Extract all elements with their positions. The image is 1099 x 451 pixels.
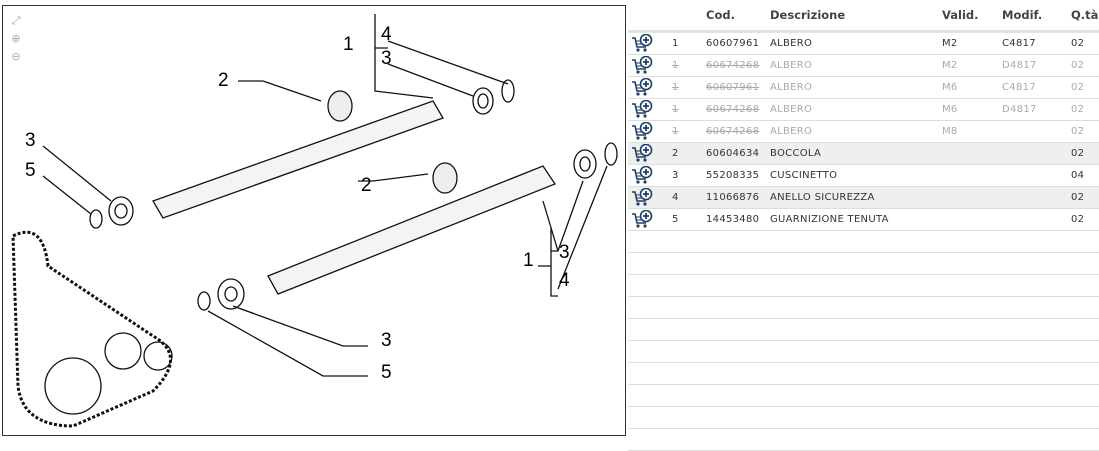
part-code: 11066876 [706, 192, 760, 203]
empty-row [628, 253, 1099, 275]
validity: M2 [942, 38, 958, 49]
description: ALBERO [770, 82, 813, 93]
callout-2: 2 [361, 175, 372, 196]
position: 1 [672, 60, 679, 71]
header-qta[interactable]: Q.tà [1071, 8, 1099, 22]
callout-3: 3 [381, 48, 392, 69]
callout-4: 4 [559, 270, 570, 291]
part-code: 14453480 [706, 214, 760, 225]
add-to-cart-icon[interactable] [628, 165, 656, 186]
callout-4: 4 [381, 24, 392, 45]
part-code: 55208335 [706, 170, 760, 181]
add-to-cart-icon[interactable] [628, 143, 656, 164]
quantity: 02 [1071, 126, 1085, 137]
position: 2 [672, 148, 679, 159]
add-to-cart-icon[interactable] [628, 209, 656, 230]
table-row[interactable]: 1 60674268 ALBERO M2 D4817 02 [628, 55, 1099, 77]
exploded-view-drawing: 1 4 3 2 3 5 2 1 3 4 3 5 [11, 14, 618, 428]
diagram-toolbar: ⤢ ⊕ ⊖ [9, 14, 23, 64]
empty-row [628, 407, 1099, 429]
header-valid[interactable]: Valid. [942, 8, 979, 22]
part-code: 60674268 [706, 60, 760, 71]
description: BOCCOLA [770, 148, 822, 159]
quantity: 02 [1071, 38, 1085, 49]
part-code: 60607961 [706, 82, 760, 93]
description: CUSCINETTO [770, 170, 838, 181]
callout-1: 1 [343, 34, 354, 55]
header-cod[interactable]: Cod. [706, 8, 735, 22]
part-code: 60604634 [706, 148, 760, 159]
description: ALBERO [770, 104, 813, 115]
callout-3: 3 [381, 330, 392, 351]
modification: C4817 [1002, 82, 1036, 93]
description: GUARNIZIONE TENUTA [770, 214, 889, 225]
validity: M2 [942, 60, 958, 71]
modification: C4817 [1002, 38, 1036, 49]
parts-table: Cod. Descrizione Valid. Modif. Q.tà 1 60… [628, 0, 1099, 451]
empty-row [628, 297, 1099, 319]
empty-row [628, 363, 1099, 385]
add-to-cart-icon[interactable] [628, 99, 656, 120]
quantity: 02 [1071, 148, 1085, 159]
callout-1: 1 [523, 250, 534, 271]
table-row[interactable]: 2 60604634 BOCCOLA 02 [628, 143, 1099, 165]
table-row[interactable]: 5 14453480 GUARNIZIONE TENUTA 02 [628, 209, 1099, 231]
add-to-cart-icon[interactable] [628, 187, 656, 208]
validity: M8 [942, 126, 958, 137]
quantity: 02 [1071, 192, 1085, 203]
empty-row [628, 429, 1099, 451]
part-code: 60607961 [706, 38, 760, 49]
table-row[interactable]: 3 55208335 CUSCINETTO 04 [628, 165, 1099, 187]
description: ALBERO [770, 126, 813, 137]
modification: D4817 [1002, 104, 1037, 115]
callout-2: 2 [218, 70, 229, 91]
header-descrizione[interactable]: Descrizione [770, 8, 846, 22]
position: 1 [672, 126, 679, 137]
callout-3: 3 [25, 130, 36, 151]
zoom-in-icon[interactable]: ⊕ [11, 32, 21, 45]
table-row[interactable]: 1 60607961 ALBERO M6 C4817 02 [628, 77, 1099, 99]
part-code: 60674268 [706, 126, 760, 137]
quantity: 02 [1071, 104, 1085, 115]
empty-row [628, 231, 1099, 253]
callout-5: 5 [381, 362, 392, 383]
table-header: Cod. Descrizione Valid. Modif. Q.tà [628, 0, 1099, 33]
add-to-cart-icon[interactable] [628, 55, 656, 76]
table-row[interactable]: 4 11066876 ANELLO SICUREZZA 02 [628, 187, 1099, 209]
table-row[interactable]: 1 60607961 ALBERO M2 C4817 02 [628, 33, 1099, 55]
callout-5: 5 [25, 160, 36, 181]
quantity: 02 [1071, 214, 1085, 225]
zoom-out-icon[interactable]: ⊖ [11, 50, 21, 63]
description: ALBERO [770, 38, 813, 49]
position: 5 [672, 214, 679, 225]
table-row[interactable]: 1 60674268 ALBERO M8 02 [628, 121, 1099, 143]
empty-row [628, 385, 1099, 407]
table-row[interactable]: 1 60674268 ALBERO M6 D4817 02 [628, 99, 1099, 121]
position: 3 [672, 170, 679, 181]
quantity: 04 [1071, 170, 1085, 181]
quantity: 02 [1071, 60, 1085, 71]
callout-3: 3 [559, 242, 570, 263]
empty-row [628, 319, 1099, 341]
position: 1 [672, 38, 679, 49]
position: 1 [672, 82, 679, 93]
modification: D4817 [1002, 60, 1037, 71]
add-to-cart-icon[interactable] [628, 77, 656, 98]
validity: M6 [942, 82, 958, 93]
position: 4 [672, 192, 679, 203]
description: ANELLO SICUREZZA [770, 192, 875, 203]
validity: M6 [942, 104, 958, 115]
position: 1 [672, 104, 679, 115]
fit-icon[interactable]: ⤢ [11, 14, 21, 27]
empty-row [628, 341, 1099, 363]
header-modif[interactable]: Modif. [1002, 8, 1043, 22]
parts-diagram[interactable]: ⤢ ⊕ ⊖ [2, 5, 626, 436]
add-to-cart-icon[interactable] [628, 33, 656, 54]
add-to-cart-icon[interactable] [628, 121, 656, 142]
empty-row [628, 275, 1099, 297]
quantity: 02 [1071, 82, 1085, 93]
part-code: 60674268 [706, 104, 760, 115]
description: ALBERO [770, 60, 813, 71]
